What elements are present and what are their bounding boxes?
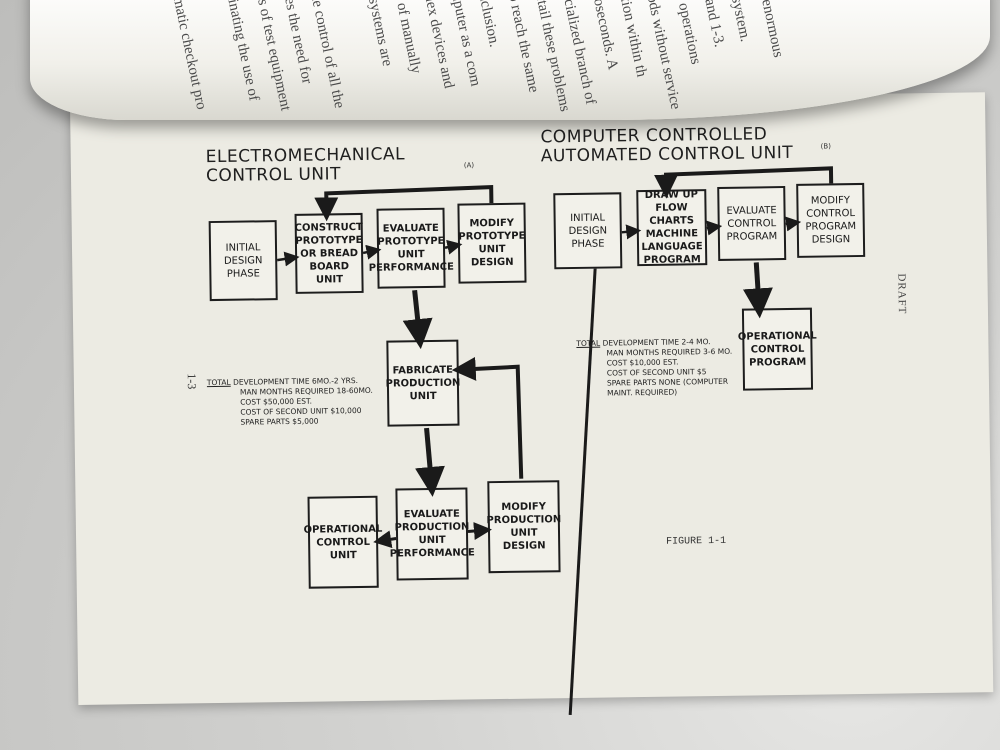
curled-page-line: ta is enormous (752, 0, 787, 59)
arrow-b-evaluate-to-modify (785, 216, 802, 232)
arrow-evaluate-to-operational (373, 530, 397, 549)
arrow-modify-prod-feedback (451, 356, 524, 479)
arrow-evaluate-to-fabricate (402, 289, 433, 350)
curled-facing-page: automatic checkout prom:ordinating the u… (30, 0, 990, 120)
curled-page-line: 1-2 and 1-3. (696, 0, 728, 49)
arrow-b-initial-to-drawup (621, 224, 642, 240)
arrow-initial-to-construct (277, 251, 300, 267)
curled-page-line: s the control of all the (304, 0, 348, 110)
arrow-b-drawup-to-evaluate (706, 220, 723, 236)
arrow-modify-feedback (314, 185, 494, 222)
arrow-fabricate-to-evaluate (415, 427, 445, 497)
document-page: ELECTROMECHANICAL CONTROL UNIT (A) INITI… (70, 92, 994, 716)
curled-page-line: automatic checkout pro (164, 0, 210, 112)
arrow-b-modify-feedback (654, 166, 834, 199)
curled-page-line: ed system. (724, 0, 754, 44)
arrow-construct-to-evaluate (362, 244, 382, 260)
arrow-b-evaluate-to-operational (742, 262, 773, 319)
arrow-evaluate-to-modify-prod (467, 522, 492, 540)
curled-page-line: conclusion. (472, 0, 503, 49)
arrow-evaluate-to-modify (444, 239, 463, 255)
flow-arrows (277, 166, 834, 549)
curled-page-line: ese systems are (360, 0, 396, 68)
